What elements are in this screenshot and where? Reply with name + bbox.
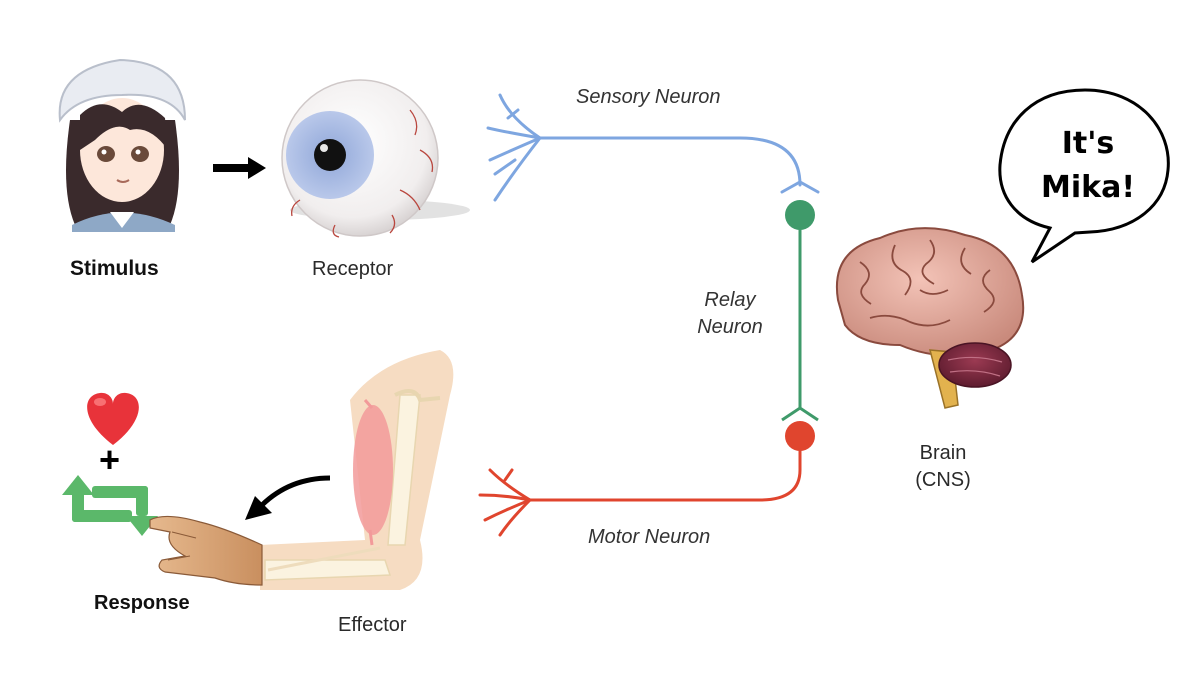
cycle-arrows-icon — [62, 475, 158, 536]
relay-neuron — [781, 200, 819, 422]
brain-label: Brain (CNS) — [898, 440, 988, 494]
heart-icon — [87, 392, 139, 445]
response-label: Response — [94, 592, 190, 614]
speech-bubble — [998, 88, 1170, 264]
speech-bubble-text: It's Mika! — [1028, 122, 1148, 210]
speech-bubble-line2: Mika! — [1040, 170, 1135, 205]
effector-label: Effector — [338, 614, 407, 636]
stimulus-label: Stimulus — [70, 257, 159, 280]
arm-muscle-icon — [260, 350, 454, 590]
curved-arrow-icon — [245, 475, 331, 520]
motor-neuron — [478, 421, 815, 537]
speech-bubble-line1: It's — [1061, 126, 1115, 161]
eyeball-icon — [281, 79, 470, 238]
plus-symbol: + — [99, 439, 121, 480]
brain-label-line1: Brain — [919, 442, 967, 464]
arrow-right-icon — [213, 157, 266, 179]
relay-neuron-label-line1: Relay — [704, 289, 756, 311]
brain-icon — [835, 227, 1025, 409]
receptor-label: Receptor — [312, 258, 394, 280]
relay-neuron-label: Relay Neuron — [680, 287, 780, 341]
anime-girl-portrait — [58, 58, 186, 232]
sensory-neuron-label: Sensory Neuron — [576, 86, 721, 108]
pointing-hand-icon — [149, 515, 263, 586]
relay-neuron-label-line2: Neuron — [697, 316, 763, 338]
sensory-neuron — [486, 93, 820, 202]
motor-neuron-label: Motor Neuron — [588, 526, 711, 548]
brain-label-line2: (CNS) — [915, 469, 971, 491]
